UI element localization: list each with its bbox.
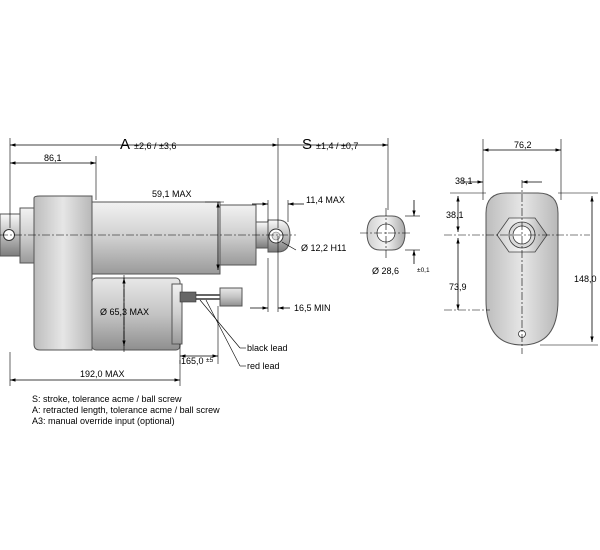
dim-192-0-max: 192,0 MAX (80, 369, 125, 379)
side-view (0, 195, 296, 352)
dim-28-6: Ø 28,6 (372, 266, 399, 276)
dim-A-tolerance: ±2,6 / ±3,6 (134, 141, 176, 151)
dim-148-0: 148,0 (574, 274, 597, 284)
rear-nut (19, 207, 35, 264)
note-retracted-length: A: retracted length, tolerance acme / ba… (32, 405, 220, 415)
red-lead-label: red lead (247, 361, 280, 371)
rod-eye-end-view: Ø 28,6 ±0,1 (360, 200, 430, 276)
legend-notes: S: stroke, tolerance acme / ball screw A… (32, 394, 220, 426)
outer-tube (91, 201, 221, 275)
front-view (444, 180, 590, 354)
dim-65-3-max: Ø 65,3 MAX (100, 307, 149, 317)
dim-12-2-h11: Ø 12,2 H11 (301, 243, 346, 253)
gearbox-housing (33, 195, 93, 351)
dim-S-label: S (302, 136, 312, 153)
dim-165-0: 165,0 (181, 356, 204, 366)
note-stroke: S: stroke, tolerance acme / ball screw (32, 394, 182, 404)
dim-28-6-tolerance: ±0,1 (417, 267, 430, 274)
cable-grommet (179, 291, 197, 303)
dim-38-1-horizontal: 38,1 (455, 176, 473, 186)
dim-38-1-vertical: 38,1 (446, 210, 464, 220)
dim-59-1-max: 59,1 MAX (152, 189, 192, 199)
connector-plug (219, 287, 243, 307)
dim-S-tolerance: ±1,4 / ±0,7 (316, 141, 358, 151)
dim-11-4-max: 11,4 MAX (306, 195, 345, 205)
note-manual-override: A3: manual override input (optional) (32, 416, 175, 426)
black-lead-label: black lead (247, 343, 288, 353)
dim-73-9: 73,9 (449, 282, 467, 292)
dim-A-label: A (120, 136, 130, 153)
motor-end-cap (171, 283, 183, 345)
dim-86-1: 86,1 (44, 153, 62, 163)
dim-165-0-tolerance: ±5 (206, 357, 214, 364)
dim-16-5-min: 16,5 MIN (294, 303, 331, 313)
dim-76-2: 76,2 (514, 140, 532, 150)
